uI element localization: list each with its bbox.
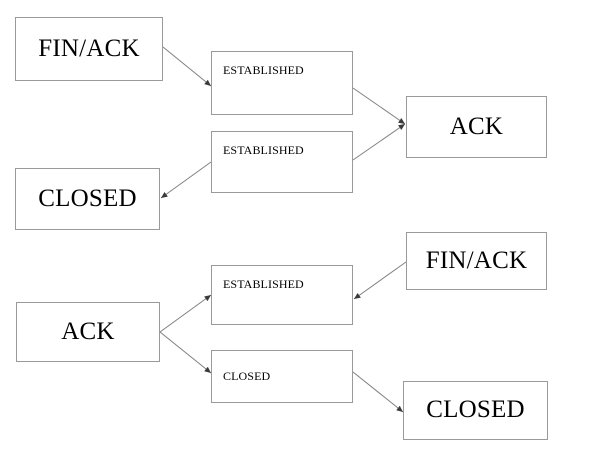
- node-label: ESTABLISHED: [223, 63, 304, 77]
- node-label: ACK: [61, 317, 115, 345]
- node-label: ESTABLISHED: [223, 143, 304, 157]
- connector-edge-established2-to-closed: [160, 161, 212, 199]
- node-label: ESTABLISHED: [223, 277, 304, 291]
- connector-edge-ack-to-closedsmall: [159, 331, 212, 374]
- connector-edge-ack-to-established3: [159, 294, 212, 333]
- node-label: ACK: [449, 112, 504, 140]
- node-established-3[interactable]: ESTABLISHED: [211, 265, 353, 325]
- node-closed-bottom-right[interactable]: CLOSED: [403, 381, 548, 440]
- node-established-1[interactable]: ESTABLISHED: [211, 51, 353, 115]
- node-fin-ack-top-left[interactable]: FIN/ACK: [15, 17, 163, 81]
- node-closed-small-mid[interactable]: CLOSED: [211, 350, 353, 403]
- connector-edge-finack-to-established3: [353, 261, 407, 300]
- arrowhead-icon: [396, 405, 403, 412]
- node-label: CLOSED: [38, 184, 137, 212]
- node-established-2[interactable]: ESTABLISHED: [211, 131, 353, 193]
- connector-edge-closedsmall-to-closed: [352, 371, 404, 413]
- node-label: FIN/ACK: [38, 34, 140, 62]
- node-closed-mid-left[interactable]: CLOSED: [15, 168, 160, 230]
- connector-edge-established2-to-ack: [352, 123, 406, 161]
- arrowhead-icon: [204, 295, 211, 302]
- arrowhead-icon: [398, 124, 405, 130]
- connector-edge-established1-to-ack: [352, 87, 406, 125]
- node-label: FIN/ACK: [425, 246, 528, 274]
- arrowhead-icon: [161, 191, 168, 198]
- node-label: CLOSED: [426, 396, 525, 424]
- node-ack-lower-left[interactable]: ACK: [16, 302, 160, 362]
- arrowhead-icon: [354, 292, 361, 299]
- arrowhead-icon: [204, 366, 211, 373]
- connector-edge-finack-to-established1: [162, 46, 212, 87]
- arrowhead-icon: [398, 118, 405, 124]
- node-ack-top-right[interactable]: ACK: [406, 96, 547, 158]
- arrowhead-icon: [204, 79, 211, 86]
- node-fin-ack-lower-right[interactable]: FIN/ACK: [406, 232, 547, 290]
- node-label: CLOSED: [223, 369, 271, 384]
